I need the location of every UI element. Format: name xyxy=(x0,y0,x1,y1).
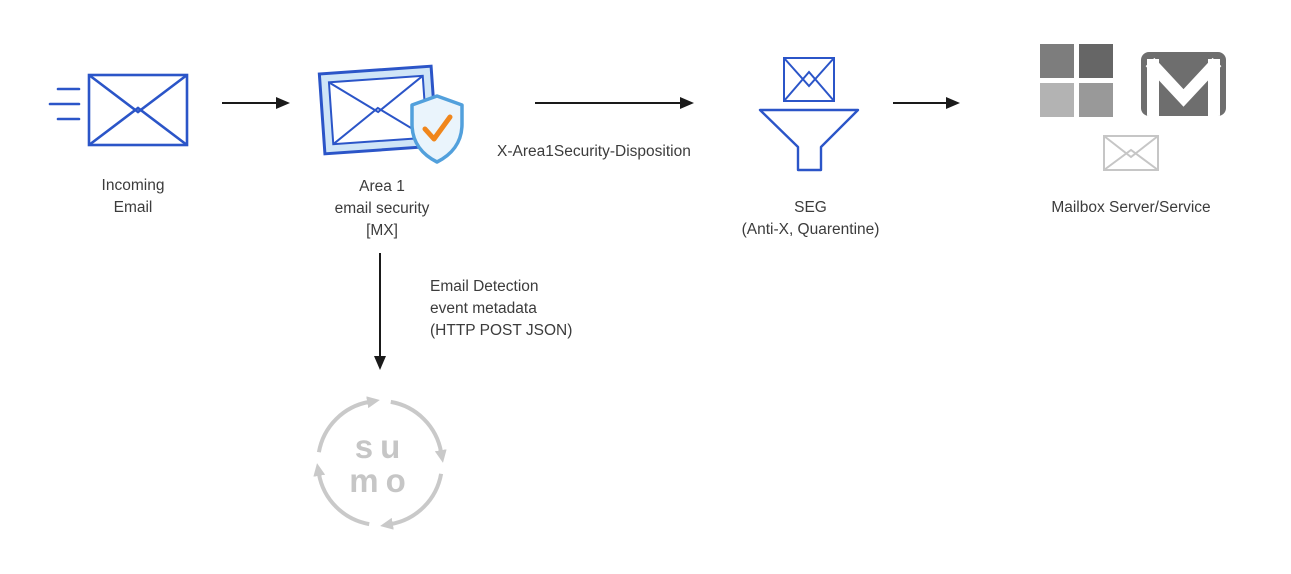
sumo-wordmark-line2: mo xyxy=(349,462,413,500)
incoming-email-label: Incoming Email xyxy=(101,177,165,216)
motion-lines-icon xyxy=(48,87,81,121)
metadata-edge-label: Email Detection event metadata (HTTP POS… xyxy=(430,278,573,339)
area1-envelope-icon xyxy=(317,64,439,156)
microsoft-logo xyxy=(1040,44,1113,117)
small-envelope-icon xyxy=(1103,135,1159,171)
mailbox-label: Mailbox Server/Service xyxy=(1051,199,1211,216)
sumo-wordmark-line1: su xyxy=(354,428,408,465)
disposition-edge-label: X-Area1Security-Disposition xyxy=(497,143,691,160)
seg-funnel-icon xyxy=(758,57,860,172)
sumo-logic-circular-arrows-icon xyxy=(313,396,447,530)
seg-label: SEG (Anti-X, Quarentine) xyxy=(741,199,880,238)
sumo-logic-wordmark: su mo xyxy=(336,428,426,500)
incoming-email-envelope-icon xyxy=(48,73,189,147)
gmail-logo xyxy=(1141,52,1226,116)
shield-check-icon xyxy=(410,94,464,164)
area1-label: Area 1 email security [MX] xyxy=(334,178,430,239)
flow-arrows xyxy=(222,97,960,370)
seg-envelope-icon xyxy=(783,57,835,102)
